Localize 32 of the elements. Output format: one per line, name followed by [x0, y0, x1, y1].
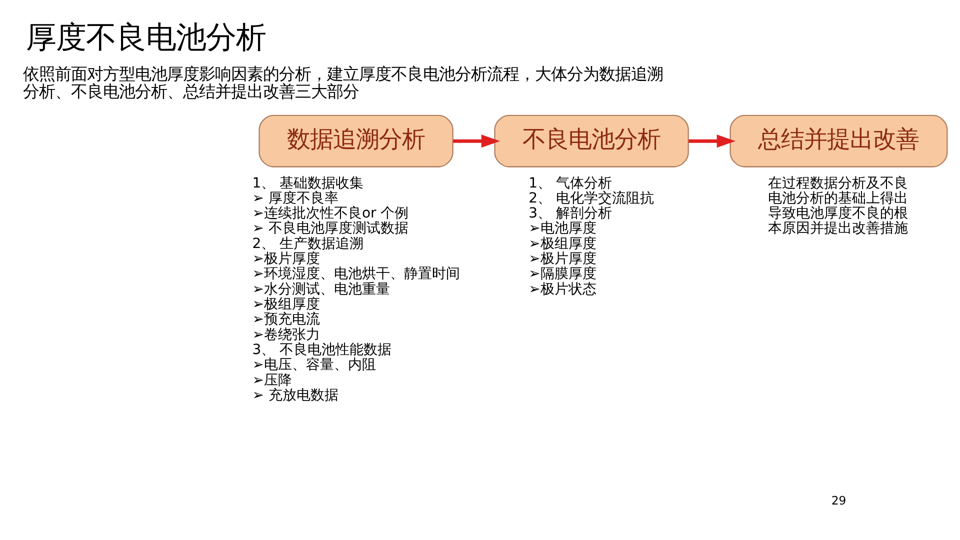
node-label: ➢ 厚度不良率: [252, 190, 338, 206]
node-box: 不良电池分析: [494, 114, 688, 167]
node-label: ➢极组厚度: [528, 235, 596, 252]
node-label: ➢连续批次性不良or 个例: [252, 205, 408, 222]
diagram-title: 厚度不良电池分析: [26, 20, 266, 56]
node-box: 数据追溯分析: [258, 114, 453, 167]
node-label: 在过程数据分析及不良电池分析的基础上得出导致电池厚度不良的根本原因并提出改善措施: [768, 174, 908, 236]
label: 29: [830, 492, 846, 507]
node-label: ➢卷绕张力: [252, 326, 320, 342]
node-label: ➢水分测试、电池重量: [252, 280, 390, 297]
node-label: 3、 不良电池性能数据: [252, 341, 392, 358]
node-label: 1、 气体分析: [528, 174, 612, 191]
node-label: ➢极片厚度: [252, 250, 320, 267]
node-label: ➢预充电流: [252, 311, 320, 328]
node-label: ➢电压、容量、内阻: [252, 356, 376, 373]
node-label: ➢隔膜厚度: [528, 266, 596, 282]
node-label: ➢压降: [252, 372, 292, 388]
node-label: 3、 解剖分析: [528, 205, 612, 222]
node-label: ➢环境湿度、电池烘干、静置时间: [252, 266, 460, 282]
node-label: 1、 基础数据收集: [252, 174, 364, 191]
node-label: 2、 生产数据追溯: [252, 235, 364, 252]
node-label: ➢电池厚度: [528, 220, 596, 236]
node-label: ➢ 不良电池厚度测试数据: [252, 220, 408, 236]
node-label: ➢极片状态: [528, 280, 596, 297]
label: 依照前面对方型电池厚度影响因素的分析，建立厚度不良电池分析流程，大体分为数据追溯分析、不良电池分析、总结并提出改善三大部分: [22, 64, 663, 101]
node-label: ➢ 充放电数据: [252, 386, 338, 403]
node-box: 总结并提出改善: [729, 114, 948, 167]
node-label: ➢极组厚度: [252, 296, 320, 312]
node-label: 2、 电化学交流阻抗: [528, 190, 654, 206]
arrow: [688, 134, 736, 148]
arrow: [452, 134, 500, 148]
node-label: ➢极片厚度: [528, 250, 596, 267]
